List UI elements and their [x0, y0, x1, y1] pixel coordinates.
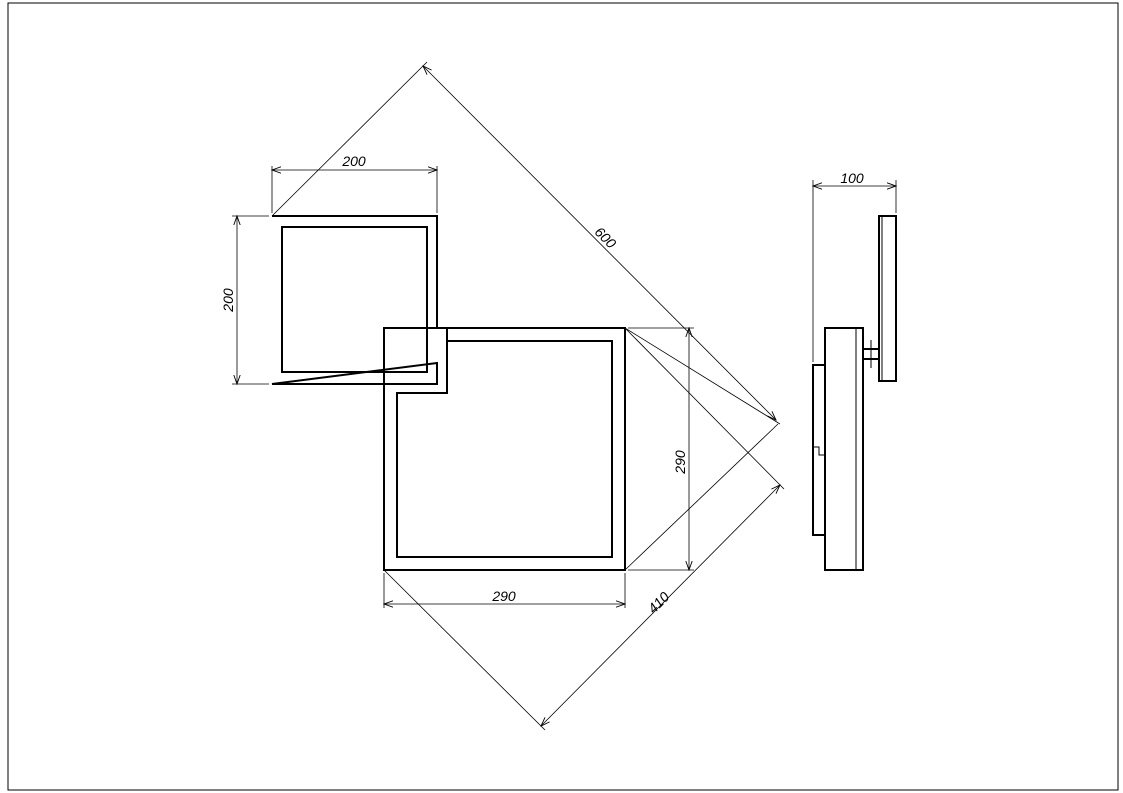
dim-small-width: 200	[272, 153, 437, 213]
dim-large-width: 290	[384, 573, 625, 608]
small-frame-inner	[281, 226, 428, 373]
dim-diagonal-large: 410	[383, 327, 785, 731]
small-frame-outer	[271, 215, 438, 385]
dim-side-depth: 100	[813, 170, 896, 362]
dim-label-diagonal-large: 410	[645, 588, 673, 616]
large-frame-inner	[396, 340, 613, 558]
drawing-border	[7, 2, 1119, 791]
dim-label-large-width: 290	[491, 588, 516, 604]
dim-label-small-width: 200	[341, 153, 366, 169]
dim-small-height: 200	[220, 216, 269, 384]
side-main-body	[824, 327, 864, 571]
side-small-frame	[878, 215, 897, 382]
dim-label-small-height: 200	[220, 288, 236, 313]
dim-label-side-depth: 100	[840, 170, 864, 186]
side-hook	[813, 446, 826, 456]
dim-diagonal-total: 600	[271, 61, 781, 425]
dim-label-large-height: 290	[672, 450, 688, 475]
side-view: 100	[812, 170, 897, 571]
overlap-connector	[384, 328, 448, 385]
dim-label-diagonal-total: 600	[592, 224, 620, 252]
front-view	[271, 215, 626, 571]
